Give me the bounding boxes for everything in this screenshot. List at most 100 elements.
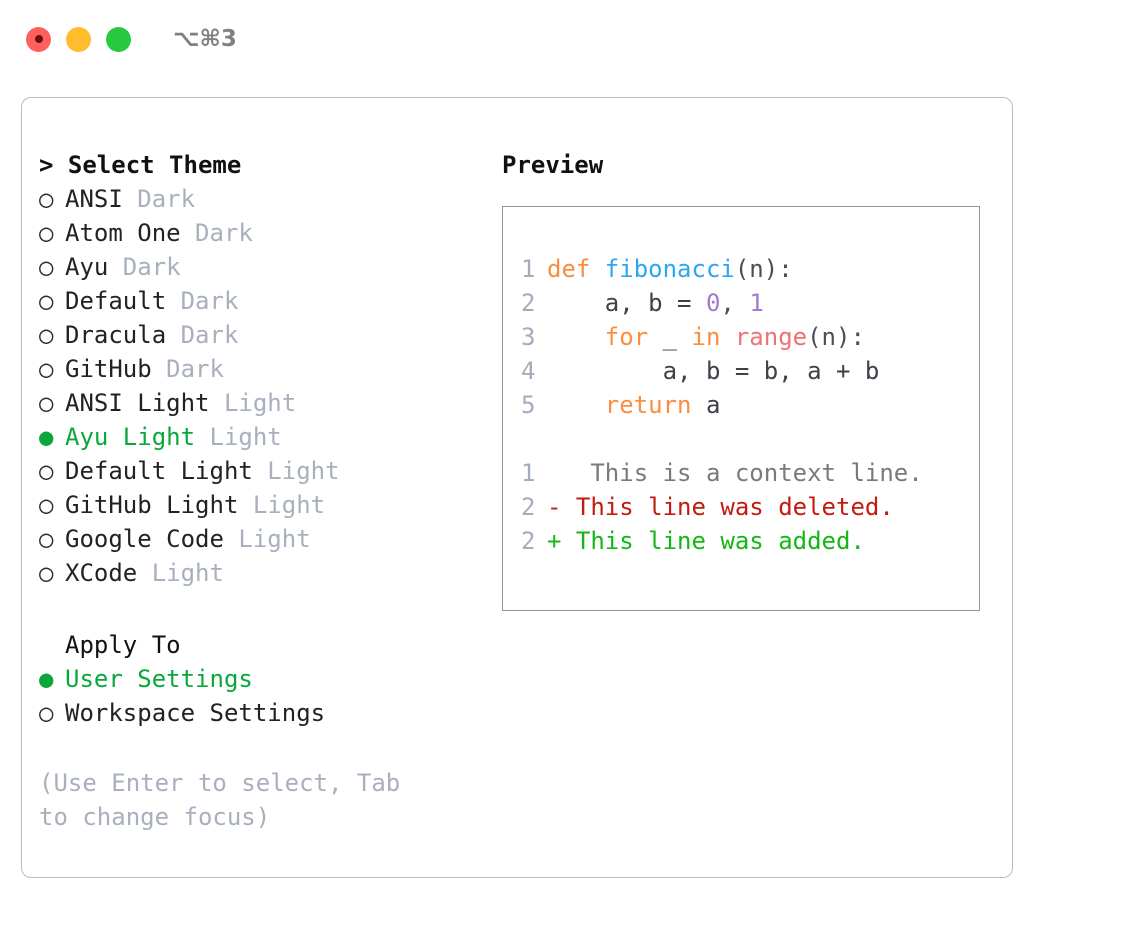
- theme-name-label: XCode: [65, 559, 138, 587]
- theme-kind-label: Dark: [108, 253, 181, 281]
- apply-to-label: User Settings: [65, 665, 253, 693]
- theme-list-item[interactable]: ○ Default Dark: [39, 284, 492, 318]
- theme-list-item[interactable]: ○ ANSI Light Light: [39, 386, 492, 420]
- code-token: 1: [749, 289, 764, 317]
- apply-to-item[interactable]: ● User Settings: [39, 662, 492, 696]
- traffic-light-group: [26, 26, 131, 52]
- line-number: 3: [521, 323, 536, 351]
- radio-unselected-icon[interactable]: ○: [39, 321, 54, 349]
- radio-unselected-icon[interactable]: ○: [39, 457, 54, 485]
- theme-list-item[interactable]: ○ Atom One Dark: [39, 216, 492, 250]
- diff-line: 2- This line was deleted.: [521, 490, 979, 524]
- diff-text: This is a context line.: [561, 459, 923, 487]
- theme-list-item[interactable]: ○ Ayu Dark: [39, 250, 492, 284]
- code-token: _: [662, 323, 692, 351]
- radio-unselected-icon[interactable]: ○: [39, 699, 54, 727]
- theme-list-item[interactable]: ●Ayu Light Light: [39, 420, 492, 454]
- diff-marker: +: [547, 527, 562, 555]
- diff-line: 1 This is a context line.: [521, 456, 979, 490]
- code-token: a: [705, 391, 721, 419]
- line-number: 2: [521, 493, 536, 521]
- theme-name-label: ANSI Light: [65, 389, 210, 417]
- apply-to-heading: Apply To: [65, 631, 181, 659]
- radio-unselected-icon[interactable]: ○: [39, 185, 54, 213]
- diff-line: 2+ This line was added.: [521, 524, 979, 558]
- select-theme-heading: > Select Theme: [39, 151, 242, 179]
- code-token: for: [547, 323, 663, 351]
- apply-to-item[interactable]: ○ Workspace Settings: [39, 696, 492, 730]
- theme-kind-label: Light: [209, 389, 297, 417]
- close-dot-icon[interactable]: [26, 26, 51, 52]
- theme-name-label: Atom One: [65, 219, 181, 247]
- theme-name-label: Default: [65, 287, 167, 315]
- theme-list-item[interactable]: ○GitHub Light Light: [39, 488, 492, 522]
- code-token: a, b =: [547, 289, 706, 317]
- theme-list-item[interactable]: ○ XCode Light: [39, 556, 492, 590]
- apply-to-label: Workspace Settings: [65, 699, 326, 727]
- theme-kind-label: Light: [137, 559, 224, 587]
- code-token: def: [547, 255, 605, 283]
- theme-kind-label: Light: [252, 457, 340, 485]
- theme-list-item[interactable]: ○ Default Light Light: [39, 454, 492, 488]
- line-number: 4: [521, 357, 536, 385]
- main-panel: > Select Theme ○ANSI Dark○Atom One Dark○…: [21, 97, 1013, 878]
- radio-unselected-icon[interactable]: ○: [39, 355, 54, 383]
- theme-list[interactable]: ○ ANSI Dark ○ Atom One Dark ○ Ayu Dark ○ Defaul…: [39, 182, 492, 590]
- code-token: in: [691, 323, 735, 351]
- code-token: return: [547, 391, 706, 419]
- line-number: 5: [521, 391, 536, 419]
- radio-unselected-icon[interactable]: ○: [39, 287, 54, 315]
- apply-to-list[interactable]: ● User Settings ○ Workspace Settings: [39, 662, 492, 730]
- code-line: 5 return a: [521, 388, 979, 422]
- theme-kind-label: Dark: [151, 355, 224, 383]
- radio-unselected-icon[interactable]: ○: [39, 253, 54, 281]
- radio-unselected-icon[interactable]: ○: [39, 559, 54, 587]
- theme-name-label: Ayu Light: [65, 423, 196, 451]
- theme-name-label: ANSI: [65, 185, 123, 213]
- theme-kind-label: Light: [223, 525, 311, 553]
- theme-list-item[interactable]: ○ GitHub Dark: [39, 352, 492, 386]
- keyboard-shortcut-label: ⌥⌘3: [173, 26, 237, 52]
- theme-kind-label: Dark: [166, 287, 239, 315]
- theme-list-item[interactable]: ○ Google Code Light: [39, 522, 492, 556]
- radio-selected-icon[interactable]: ●: [39, 423, 54, 451]
- theme-selection-column: > Select Theme ○ANSI Dark○Atom One Dark○…: [22, 98, 492, 877]
- code-line: 3 for _ in range(n):: [521, 320, 979, 354]
- preview-heading: Preview: [502, 151, 604, 179]
- code-token: (n):: [807, 323, 865, 351]
- keyboard-hint-text: (Use Enter to select, Tab to change focu…: [39, 769, 401, 831]
- theme-name-label: Google Code: [65, 525, 224, 553]
- title-bar: ⌥⌘3: [0, 0, 1140, 78]
- code-line: 2 a, b = 0, 1: [521, 286, 979, 320]
- theme-kind-label: Dark: [166, 321, 239, 349]
- radio-selected-icon[interactable]: ●: [39, 665, 54, 693]
- diff-text: This line was deleted.: [561, 493, 894, 521]
- diff-marker: -: [547, 493, 562, 521]
- code-token: (n):: [734, 255, 793, 283]
- minimize-dot-icon[interactable]: [66, 26, 91, 52]
- radio-unselected-icon[interactable]: ○: [39, 491, 54, 519]
- diff-sample: 1 This is a context line.2- This line wa…: [521, 456, 979, 558]
- theme-list-item[interactable]: ○ANSI Dark: [39, 182, 492, 216]
- diff-marker: [547, 459, 561, 487]
- maximize-dot-icon[interactable]: [106, 26, 131, 52]
- code-token: a, b = b, a + b: [547, 357, 880, 385]
- line-number: 2: [521, 289, 536, 317]
- theme-name-label: Default Light: [65, 457, 253, 485]
- apply-to-section: Apply To ● User Settings ○ Workspace Settin…: [39, 628, 492, 730]
- theme-kind-label: Dark: [180, 219, 253, 247]
- radio-unselected-icon[interactable]: ○: [39, 389, 54, 417]
- theme-name-label: GitHub: [65, 355, 152, 383]
- radio-unselected-icon[interactable]: ○: [39, 525, 54, 553]
- radio-unselected-icon[interactable]: ○: [39, 219, 54, 247]
- theme-name-label: Ayu: [65, 253, 109, 281]
- line-number: 1: [521, 255, 536, 283]
- theme-list-item[interactable]: ○Dracula Dark: [39, 318, 492, 352]
- theme-kind-label: Light: [238, 491, 326, 519]
- code-token: range: [734, 323, 808, 351]
- preview-spacer: [521, 422, 979, 456]
